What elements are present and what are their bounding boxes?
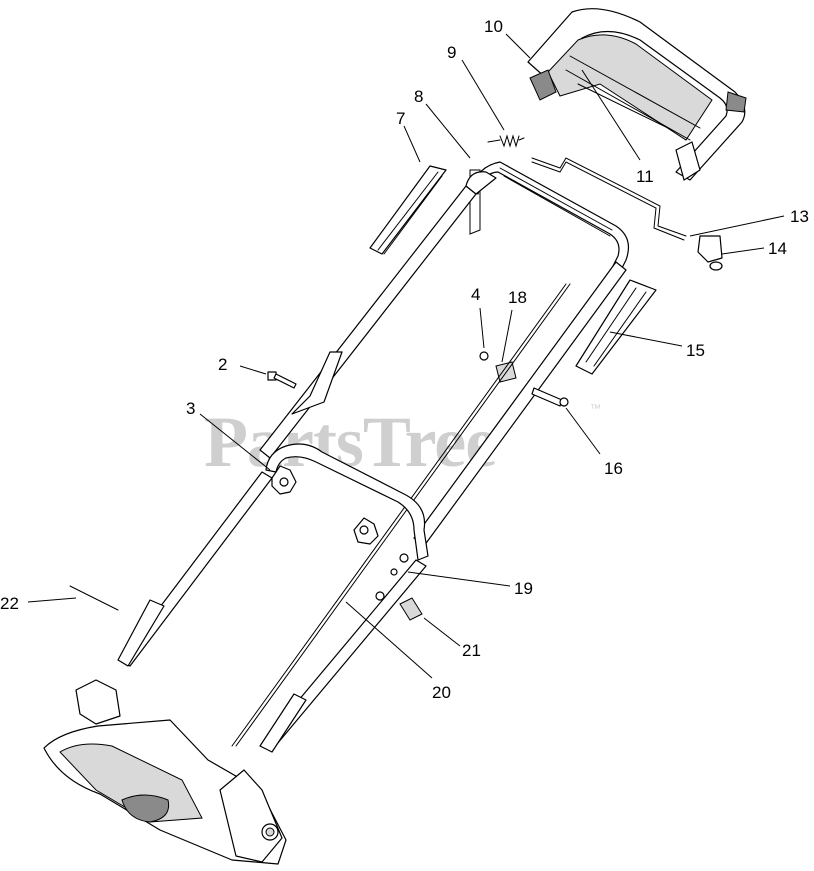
part-10-grip bbox=[527, 8, 747, 181]
callout-20: 20 bbox=[432, 683, 451, 702]
callout-13: 13 bbox=[790, 207, 809, 226]
part-2-bolt bbox=[267, 371, 297, 389]
callout-10: 10 bbox=[484, 17, 503, 36]
callout-16: 16 bbox=[604, 459, 623, 478]
part-16-bolt bbox=[531, 387, 569, 407]
part-7-clip bbox=[369, 165, 447, 255]
callout-14: 14 bbox=[768, 239, 787, 258]
lower-handle-right bbox=[259, 693, 307, 753]
callout-3: 3 bbox=[186, 399, 195, 418]
part-21-spacer bbox=[375, 591, 423, 621]
callout-labels: 2 3 4 7 8 9 10 11 13 14 15 16 18 19 20 2… bbox=[0, 17, 809, 702]
callout-22: 22 bbox=[0, 594, 19, 613]
lower-handle-left bbox=[117, 599, 165, 667]
callout-19: 19 bbox=[514, 579, 533, 598]
callout-7: 7 bbox=[396, 109, 405, 128]
watermark-trademark: ™ bbox=[590, 403, 601, 415]
callout-9: 9 bbox=[447, 43, 456, 62]
mower-deck bbox=[43, 679, 287, 865]
callout-18: 18 bbox=[508, 288, 527, 307]
watermark: PartsTree ™ bbox=[204, 402, 601, 482]
part-19-bolt bbox=[390, 553, 409, 576]
leader-lines bbox=[27, 33, 785, 679]
part-3-knob bbox=[271, 465, 297, 495]
part-13-cable-link bbox=[531, 157, 687, 241]
part-14-cable-fitting bbox=[697, 235, 723, 271]
callout-8: 8 bbox=[414, 87, 423, 106]
part-15-clip bbox=[575, 279, 657, 375]
callout-15: 15 bbox=[686, 341, 705, 360]
handle-bracket-upper bbox=[291, 351, 343, 415]
upper-handle bbox=[259, 171, 627, 547]
cable bbox=[231, 283, 571, 747]
knob-lower bbox=[353, 517, 379, 545]
callout-4: 4 bbox=[471, 285, 480, 304]
part-9-spring bbox=[487, 134, 525, 148]
callout-11: 11 bbox=[636, 167, 654, 186]
callout-2: 2 bbox=[218, 355, 227, 374]
callout-21: 21 bbox=[462, 641, 481, 660]
part-4-nut bbox=[479, 351, 489, 361]
part-22-tie bbox=[69, 585, 119, 611]
